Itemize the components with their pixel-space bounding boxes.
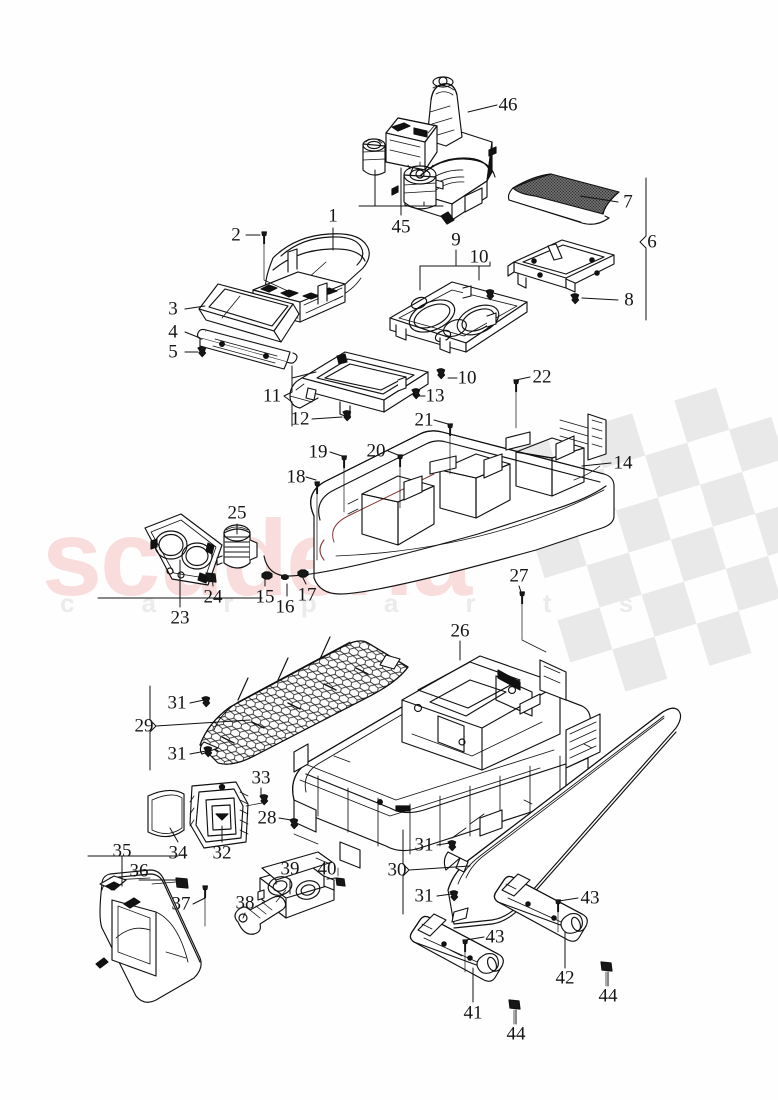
part-27-screw xyxy=(519,591,525,605)
part-11-ashtray-frame xyxy=(289,351,429,419)
callout-33: 33 xyxy=(251,767,271,789)
part-38-lighter-plug xyxy=(234,895,287,935)
callout-27: 27 xyxy=(509,565,529,587)
callout-31-d: 31 xyxy=(414,885,434,907)
part-42-bracket xyxy=(493,873,588,942)
part-2-screw xyxy=(261,231,267,245)
callout-5: 5 xyxy=(168,341,178,363)
part-30-side-trim-right xyxy=(443,707,682,929)
part-31-clip-a xyxy=(201,696,211,708)
callout-14: 14 xyxy=(613,452,633,474)
callout-24: 24 xyxy=(203,586,223,608)
part-6-tray-assembly xyxy=(507,239,615,293)
callout-44-a: 44 xyxy=(506,1023,526,1045)
part-3-lid-trim xyxy=(198,283,300,343)
part-5-clip xyxy=(197,346,207,358)
callout-2: 2 xyxy=(231,224,241,246)
callout-37: 37 xyxy=(171,893,191,915)
callout-42: 42 xyxy=(555,967,575,989)
part-9-cupholder-insert xyxy=(389,281,528,354)
callout-41: 41 xyxy=(463,1002,483,1024)
part-14-console-upper xyxy=(263,413,615,595)
callout-6: 6 xyxy=(647,231,657,253)
part-41-bracket xyxy=(409,913,504,982)
callout-12: 12 xyxy=(290,408,310,430)
callout-35: 35 xyxy=(112,840,132,862)
part-32-rear-vent xyxy=(189,781,249,849)
part-26-console-carrier xyxy=(292,655,601,869)
callout-3: 3 xyxy=(168,298,178,320)
callout-46: 46 xyxy=(498,94,518,116)
callout-28: 28 xyxy=(257,807,277,829)
part-36-clip xyxy=(175,877,189,889)
callout-19: 19 xyxy=(308,441,328,463)
part-24-clip xyxy=(205,572,217,583)
callout-31-a: 31 xyxy=(167,692,187,714)
part-19-screw xyxy=(341,455,347,469)
callout-44-b: 44 xyxy=(598,985,618,1007)
callout-20: 20 xyxy=(366,440,386,462)
callout-38: 38 xyxy=(235,892,255,914)
callout-18: 18 xyxy=(286,466,306,488)
part-25-blower xyxy=(216,524,258,569)
callout-29: 29 xyxy=(134,715,154,737)
callout-32: 32 xyxy=(212,842,232,864)
part-22-screw xyxy=(513,379,519,393)
callout-15: 15 xyxy=(255,586,275,608)
callout-39: 39 xyxy=(280,858,300,880)
callout-17: 17 xyxy=(297,584,317,606)
callout-30: 30 xyxy=(387,859,407,881)
callout-21: 21 xyxy=(414,409,434,431)
callout-4: 4 xyxy=(168,321,178,343)
callout-45: 45 xyxy=(391,216,411,238)
part-44-nut-a xyxy=(508,999,521,1010)
callout-26: 26 xyxy=(450,620,470,642)
callout-23: 23 xyxy=(170,607,190,629)
callout-11: 11 xyxy=(262,385,282,407)
callout-31-b: 31 xyxy=(167,743,187,765)
part-16-nut xyxy=(280,574,289,581)
callout-9: 9 xyxy=(451,229,461,251)
part-8-clip xyxy=(570,293,580,305)
part-17-nut xyxy=(297,569,309,578)
callout-34: 34 xyxy=(168,842,188,864)
part-35-lower-side-panel xyxy=(95,869,202,1003)
part-15-nut xyxy=(261,571,273,580)
callout-13: 13 xyxy=(425,385,445,407)
callout-10-a: 10 xyxy=(469,246,489,268)
callout-10-b: 10 xyxy=(457,367,477,389)
callout-7: 7 xyxy=(623,191,633,213)
callout-43-a: 43 xyxy=(485,926,505,948)
part-7-rubber-mat xyxy=(507,173,620,225)
callout-8: 8 xyxy=(624,289,634,311)
callout-16: 16 xyxy=(275,596,295,618)
callout-25: 25 xyxy=(227,502,247,524)
callout-31-c: 31 xyxy=(414,834,434,856)
part-45-switch-modules xyxy=(362,117,444,210)
part-44-nut-b xyxy=(600,961,613,972)
part-4-latch-strip xyxy=(196,328,298,370)
part-23-vent-panel xyxy=(144,513,223,586)
part-10-clip-a xyxy=(436,368,446,380)
callout-1: 1 xyxy=(328,205,338,227)
callout-22: 22 xyxy=(532,366,552,388)
part-34-vent-lens xyxy=(147,789,185,838)
callout-43-b: 43 xyxy=(580,887,600,909)
part-37-screw xyxy=(202,885,208,899)
callout-36: 36 xyxy=(129,860,149,882)
part-40-nut xyxy=(335,877,346,887)
part-29-mesh-trim-left xyxy=(199,636,409,765)
part-31-clip-c xyxy=(447,840,457,852)
callout-40: 40 xyxy=(317,858,337,880)
